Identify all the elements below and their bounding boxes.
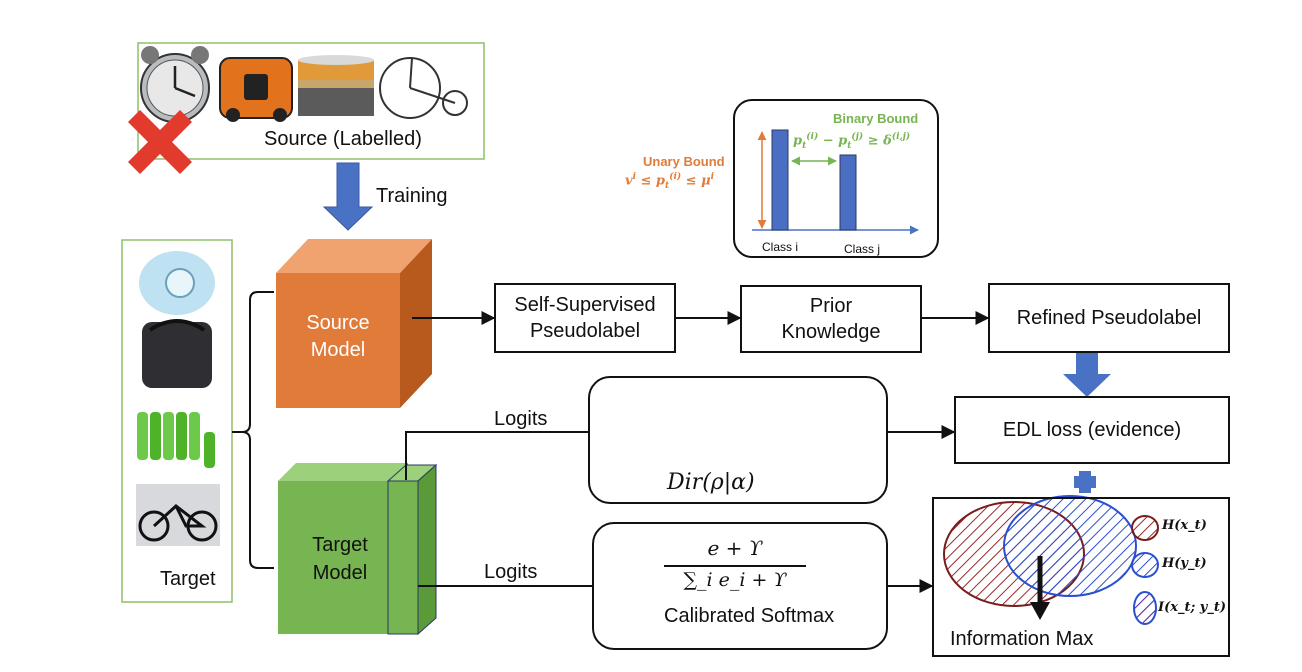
softmax-denominator: ∑_i e_i + ϒ bbox=[683, 569, 787, 591]
self-supervised-line2: Pseudolabel bbox=[529, 320, 641, 342]
brace bbox=[241, 291, 274, 569]
training-label: Training bbox=[376, 185, 448, 207]
target-clock-image bbox=[139, 251, 215, 315]
target-label: Target bbox=[160, 568, 216, 590]
line-logits-top bbox=[405, 431, 590, 480]
legend-mi-label: I(x_t; y_t) bbox=[1158, 600, 1227, 615]
target-bicycle-image bbox=[136, 484, 220, 546]
info-max-panel bbox=[932, 497, 1230, 657]
source-model-line1: Source bbox=[306, 312, 370, 334]
source-model-label: Source Model bbox=[276, 310, 400, 364]
plus-icon bbox=[1074, 471, 1096, 493]
prior-knowledge-box: Prior Knowledge bbox=[740, 285, 922, 353]
unary-bound-formula: vi ≤ pt(i) ≤ μi bbox=[625, 172, 715, 191]
source-battery-image bbox=[298, 55, 374, 116]
class-i-label: Class i bbox=[762, 240, 799, 254]
unary-bound-title: Unary Bound bbox=[643, 154, 725, 169]
self-supervised-box: Self-Supervised Pseudolabel bbox=[494, 283, 676, 353]
bar-class-j bbox=[839, 154, 857, 231]
legend-hy-swatch bbox=[1131, 552, 1159, 578]
binary-bound-title: Binary Bound bbox=[833, 111, 919, 126]
prior-knowledge-line1: Prior bbox=[809, 295, 853, 317]
red-cross-icon bbox=[128, 110, 192, 174]
target-model-line1: Target bbox=[312, 534, 368, 556]
logits-top-label: Logits bbox=[494, 408, 548, 430]
binary-bound-formula: pt(i) − pt(j) ≥ δ(i,j) bbox=[793, 132, 911, 151]
target-model-label: Target Model bbox=[290, 531, 390, 587]
target-model-cube bbox=[278, 463, 438, 636]
legend-hx-swatch bbox=[1131, 515, 1159, 541]
legend-hy-label: H(y_t) bbox=[1162, 556, 1207, 571]
source-bicycle-image bbox=[379, 57, 468, 119]
training-arrow bbox=[322, 162, 374, 231]
refined-pseudolabel-box: Refined Pseudolabel bbox=[988, 283, 1230, 353]
refined-to-edl-arrow bbox=[1063, 352, 1111, 397]
source-label: Source (Labelled) bbox=[264, 128, 422, 150]
source-backpack-image bbox=[219, 57, 293, 122]
dirichlet-panel bbox=[588, 376, 888, 504]
source-clock-image bbox=[140, 46, 210, 123]
info-max-venn bbox=[943, 495, 1137, 620]
prior-knowledge-line2: Knowledge bbox=[781, 321, 881, 343]
target-model-line2: Model bbox=[312, 562, 368, 584]
edl-loss-box: EDL loss (evidence) bbox=[954, 396, 1230, 464]
source-model-cube bbox=[276, 239, 432, 408]
self-supervised-line1: Self-Supervised bbox=[514, 294, 656, 316]
info-max-caption: Information Max bbox=[950, 628, 1094, 650]
softmax-caption: Calibrated Softmax bbox=[664, 605, 835, 627]
legend-mi-swatch bbox=[1133, 591, 1157, 625]
legend-hx-label: H(x_t) bbox=[1162, 518, 1207, 533]
target-backpack-image bbox=[142, 319, 212, 388]
class-j-label: Class j bbox=[844, 242, 881, 256]
target-batteries-image bbox=[136, 405, 216, 468]
bar-class-i bbox=[771, 129, 789, 231]
logits-bottom-label: Logits bbox=[484, 561, 538, 583]
dirichlet-formula: Dir(ρ|α) bbox=[667, 470, 755, 495]
softmax-panel bbox=[592, 522, 888, 650]
source-model-line2: Model bbox=[310, 339, 366, 361]
softmax-numerator: e + ϒ bbox=[707, 536, 763, 560]
softmax-fraction-bar bbox=[664, 565, 806, 567]
